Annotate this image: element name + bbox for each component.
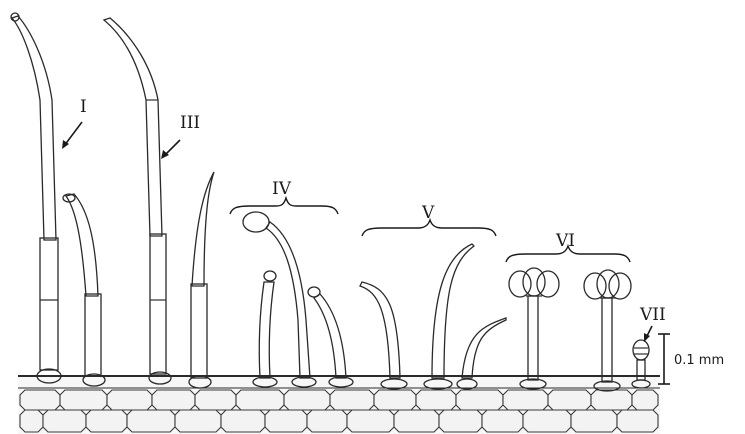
epidermis-cell <box>307 410 347 432</box>
epidermis-cell <box>439 410 482 432</box>
epidermis-cell <box>265 410 307 432</box>
epidermis-cell <box>43 410 86 432</box>
label-type-7: VII <box>639 305 666 325</box>
epidermis-cell <box>175 410 221 432</box>
epidermis-cell <box>60 390 107 410</box>
trichome-type-4 <box>243 212 353 387</box>
trichome-type-3 <box>104 18 214 388</box>
epidermis-cell <box>330 390 374 410</box>
label-type-3: III <box>180 113 200 133</box>
arrow-7 <box>644 326 652 342</box>
epidermis-cell <box>591 390 632 410</box>
trichome-type-1 <box>11 13 105 386</box>
epidermis-cell <box>482 410 523 432</box>
trichome-type-5 <box>360 244 506 389</box>
epidermis-cell <box>195 390 236 410</box>
scale-bar-label: 0.1 mm <box>674 353 724 368</box>
brace-type-4 <box>230 198 338 214</box>
epidermis-cell <box>20 410 43 432</box>
epidermis-cell <box>374 390 416 410</box>
epidermis-cell <box>86 410 127 432</box>
epidermis-cell <box>632 390 658 410</box>
epidermis-cell <box>152 390 195 410</box>
epidermis-cell <box>236 390 284 410</box>
epidermis-cell <box>394 410 439 432</box>
epidermis-cell <box>456 390 503 410</box>
epidermis-cell <box>284 390 330 410</box>
epidermis-cell <box>503 390 548 410</box>
epidermis-layer <box>18 376 660 434</box>
label-type-5: V <box>421 203 435 223</box>
epidermis-cell <box>571 410 617 432</box>
label-type-6: VI <box>555 231 575 251</box>
label-type-4: IV <box>272 179 292 199</box>
epidermis-cell <box>20 390 60 410</box>
epidermis-cell <box>617 410 658 432</box>
epidermis-cell <box>127 410 175 432</box>
epidermis-cell <box>221 410 265 432</box>
epidermis-cell <box>347 410 394 432</box>
trichome-type-6 <box>509 268 631 391</box>
epidermis-cell <box>548 390 591 410</box>
arrow-3 <box>161 140 180 159</box>
epidermis-cell <box>416 390 456 410</box>
label-type-1: I <box>80 97 87 117</box>
epidermis-cell <box>523 410 571 432</box>
arrow-1 <box>62 122 82 149</box>
epidermis-cell <box>107 390 152 410</box>
